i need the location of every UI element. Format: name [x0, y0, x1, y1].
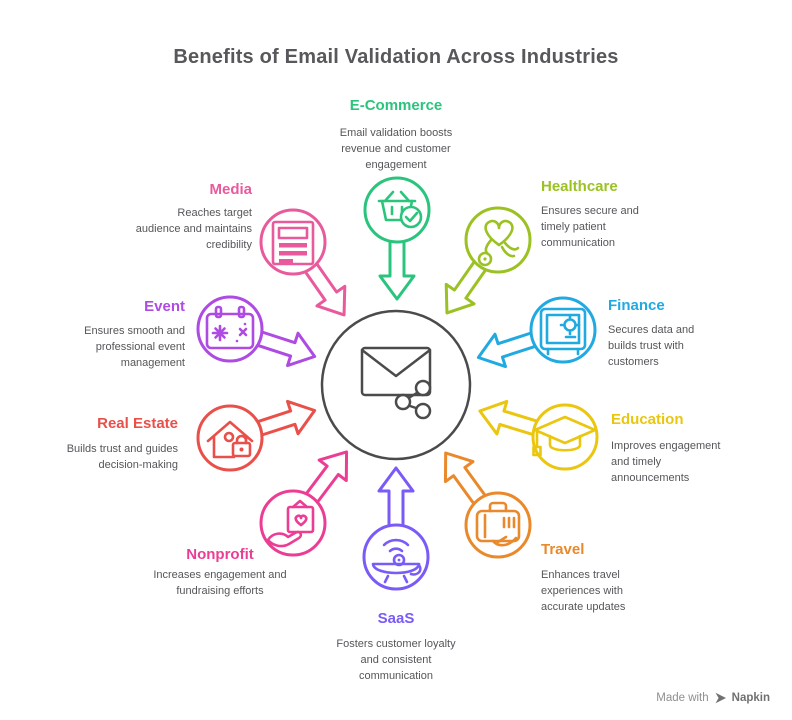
newspaper-icon [271, 220, 315, 266]
industry-bubble-circle [464, 491, 532, 559]
industry-description: Reaches target audience and maintains cr… [135, 207, 252, 251]
made-with-label: Made with [656, 692, 709, 704]
media-bubble [259, 208, 347, 317]
industry-description: Ensures secure and timely patient commun… [541, 205, 639, 249]
industry-label: Finance [608, 297, 665, 314]
arrow-to-center-icon [476, 331, 536, 369]
industry-description: Increases engagement and fundraising eff… [153, 569, 287, 597]
travel-bubble [443, 451, 532, 559]
industry-bubble-circle [259, 208, 327, 276]
arrow-to-center-icon [304, 263, 347, 317]
event-bubble [196, 295, 317, 368]
industry-bubble-circle [529, 296, 597, 364]
industry-description: Email validation boosts revenue and cust… [339, 127, 453, 171]
satellite-dish-icon [371, 538, 422, 584]
industry-description: Ensures smooth and professional event ma… [84, 325, 185, 369]
industry-bubble-circle [196, 295, 264, 363]
education-bubble [478, 399, 599, 471]
arrow-to-center-icon [443, 451, 487, 505]
donation-gift-icon [266, 499, 315, 548]
industry-label: Healthcare [541, 178, 618, 195]
brand-label: Napkin [731, 692, 770, 704]
industry-label: Real Estate [97, 415, 178, 432]
arrow-to-center-icon [257, 330, 317, 368]
industry-bubble-circle [196, 404, 264, 472]
arrow-to-center-icon [305, 450, 349, 503]
center-circle [320, 309, 472, 461]
healthcare-bubble [444, 206, 532, 315]
napkin-badge[interactable]: Made with Napkin [656, 692, 770, 704]
industry-label: SaaS [377, 610, 415, 627]
house-lock-icon [206, 420, 254, 459]
industry-bubble-circle [259, 489, 327, 557]
finance-bubble [476, 296, 597, 369]
industry-description: Enhances travel experiences with accurat… [541, 569, 626, 613]
industry-bubble-circle [464, 206, 532, 274]
industry-label: E-Commerce [349, 97, 443, 114]
napkin-logo-icon [715, 692, 726, 704]
industry-label: Nonprofit [186, 546, 254, 563]
page-title: Benefits of Email Validation Across Indu… [173, 46, 619, 68]
industry-bubble-circle [531, 403, 599, 471]
safe-vault-icon [539, 307, 587, 356]
industry-label: Travel [541, 541, 585, 558]
arrow-to-center-icon [377, 466, 415, 526]
arrow-to-center-icon [257, 399, 317, 437]
arrow-to-center-icon [478, 399, 538, 436]
realestate-bubble [196, 399, 317, 472]
industry-description: Builds trust and guides decision-making [66, 443, 178, 471]
nonprofit-bubble [259, 450, 349, 557]
industry-bubble-circle [363, 176, 431, 244]
heart-stethoscope-icon [477, 219, 520, 267]
graduation-cap-icon [532, 415, 597, 457]
industry-label: Media [209, 181, 252, 198]
arrow-to-center-icon [378, 241, 416, 301]
arrow-to-center-icon [444, 261, 487, 315]
ecommerce-bubble [363, 176, 431, 301]
envelope-icon [360, 346, 432, 397]
industry-description: Improves engagement and timely announcem… [611, 440, 721, 484]
industry-description: Secures data and builds trust with custo… [608, 324, 695, 368]
saas-bubble [362, 466, 430, 591]
calendar-confetti-icon [205, 305, 255, 350]
suitcase-hand-icon [475, 501, 521, 547]
industry-label: Event [144, 298, 185, 315]
industry-label: Education [611, 411, 684, 428]
industry-bubble-circle [362, 523, 430, 591]
shopping-basket-check-icon [377, 190, 423, 229]
email-share-icon [320, 309, 472, 461]
industry-description: Fosters customer loyalty and consistent … [336, 638, 456, 682]
share-icon [394, 379, 432, 420]
